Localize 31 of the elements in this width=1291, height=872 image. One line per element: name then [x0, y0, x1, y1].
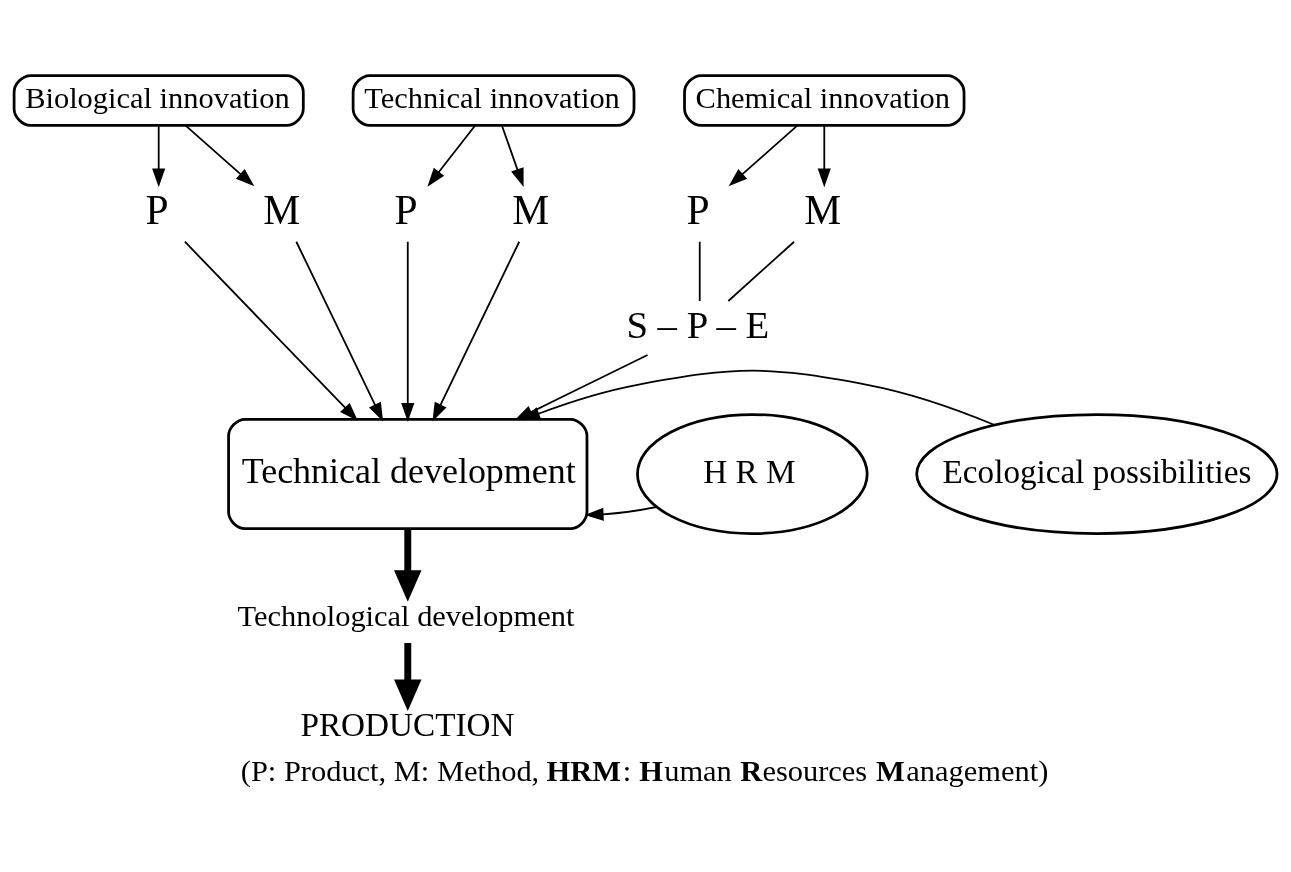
arrow	[817, 124, 831, 188]
node-box: Biological innovation	[12, 74, 305, 127]
arrow	[584, 506, 658, 521]
arrow	[521, 369, 996, 426]
node-box: Technical innovation	[351, 74, 636, 127]
node-text: M	[263, 186, 301, 233]
node-text: S – P – E	[626, 302, 770, 346]
node-text: P	[394, 186, 418, 233]
node-text: Technological development	[237, 598, 575, 633]
node-text: M	[512, 186, 550, 233]
arrow	[427, 124, 476, 187]
arrow	[184, 124, 255, 187]
node-text: P	[145, 186, 169, 233]
arrow	[501, 124, 524, 188]
connector	[698, 240, 701, 302]
arrow	[728, 124, 799, 187]
node-box: Technical development	[227, 418, 589, 531]
node-text: P	[686, 186, 710, 233]
node-text: M	[804, 186, 842, 233]
arrow	[394, 528, 422, 602]
arrow	[184, 240, 358, 422]
arrow	[152, 124, 166, 188]
node-ellipse: Ecological possibilities	[915, 413, 1279, 535]
node-box: Chemical innovation	[683, 74, 966, 127]
arrow	[295, 240, 384, 422]
arrow	[401, 240, 415, 422]
connector	[727, 240, 796, 302]
node-ellipse: H R M	[636, 413, 869, 535]
node-text: PRODUCTION	[300, 705, 515, 743]
arrow	[432, 240, 521, 422]
caption: (P: Product, M: Method, HRM: Human Resources Management)	[240, 753, 1049, 788]
